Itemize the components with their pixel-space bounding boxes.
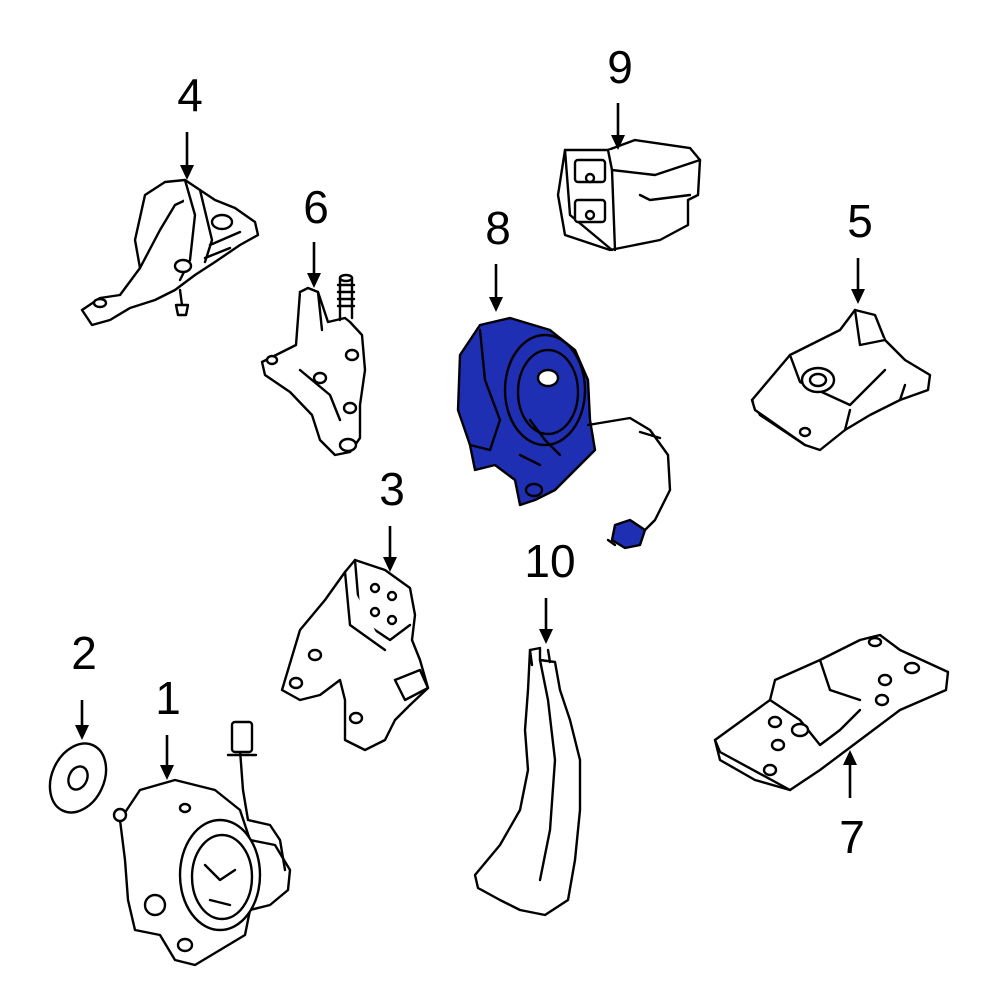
- arrow-3: [383, 526, 397, 572]
- part-4-engine-mount: [80, 178, 260, 327]
- part-6-mount-bracket: [260, 273, 367, 457]
- callout-2: 2: [71, 627, 97, 679]
- callout-10: 10: [524, 535, 576, 587]
- part-2-washer: [48, 742, 108, 814]
- arrow-10: [539, 598, 553, 644]
- part-3-bracket: [280, 558, 430, 752]
- callout-5: 5: [847, 195, 873, 247]
- part-10-curved-plate: [473, 646, 582, 917]
- part-5-mount: [750, 308, 932, 452]
- callout-9: 9: [607, 41, 633, 93]
- arrow-6: [307, 242, 321, 288]
- part-8-highlighted-mount: [456, 316, 672, 550]
- part-1-mount: [112, 720, 292, 967]
- arrow-4: [180, 132, 194, 180]
- callout-3: 3: [379, 463, 405, 515]
- part-7-plate: [713, 633, 950, 792]
- arrow-1: [160, 735, 174, 780]
- callout-6: 6: [303, 181, 329, 233]
- part-9-mount-block: [556, 138, 702, 252]
- arrow-7: [843, 750, 857, 798]
- callout-7: 7: [839, 811, 865, 863]
- arrow-5: [851, 258, 865, 304]
- callout-4: 4: [177, 69, 203, 121]
- callout-8: 8: [485, 202, 511, 254]
- arrow-2: [75, 700, 89, 740]
- callout-1: 1: [155, 672, 181, 724]
- arrow-8: [489, 264, 503, 312]
- arrow-9: [611, 103, 625, 150]
